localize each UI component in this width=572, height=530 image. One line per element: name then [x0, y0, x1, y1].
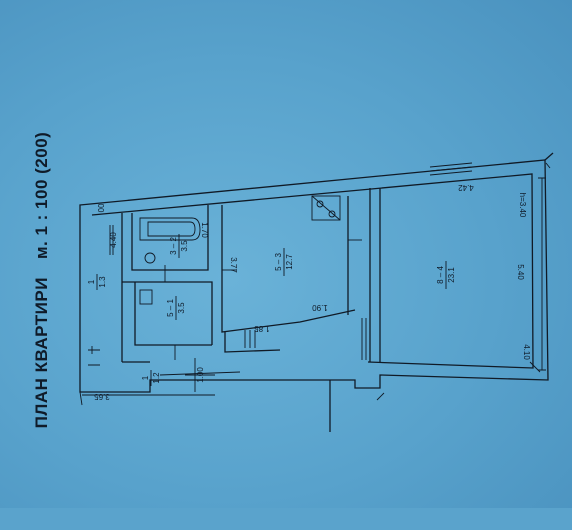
panel-box-fixture: [139, 289, 153, 305]
room-label-8-4: 8 – 4 23.1: [436, 261, 456, 289]
room-area: 3.5: [177, 302, 186, 314]
interior-walls: [121, 188, 381, 363]
dim-height-right: h=3.40: [518, 193, 527, 218]
room-area: 3.5: [180, 240, 189, 252]
room-label-5-3: 5 – 3 12.7: [274, 248, 294, 276]
stove-fixture: [311, 195, 341, 221]
fixture-label: 00: [96, 204, 105, 213]
windows: [109, 162, 473, 360]
room-number: 5 – 1: [166, 299, 175, 317]
entry-dimension-lines: [79, 346, 215, 406]
bathtub-fixture: [139, 217, 201, 241]
room-area: 1.2: [152, 372, 161, 384]
floor-plan-drawing: 8 – 4 23.1 5 – 3 12.7 5 – 1 3.5 3 – 2 3.…: [79, 152, 554, 432]
room-label-entry: 1 1.2: [141, 370, 161, 386]
dim-room3-diag: 1.90: [312, 303, 328, 312]
room-area: 23.1: [447, 267, 456, 283]
room-area: 1.3: [98, 276, 107, 288]
dim-room3-bottom: 1.85: [254, 324, 270, 333]
dim-wc-width: 1.70: [200, 222, 209, 238]
outer-walls: [79, 152, 554, 432]
room-number: 3 – 2: [169, 237, 178, 255]
dim-room4-side: 4.10: [522, 344, 531, 360]
right-dimension-lines: [538, 177, 546, 371]
dim-room4-width: 5.40: [516, 264, 525, 280]
room-number: 1: [87, 279, 96, 284]
paper-background: [0, 0, 572, 508]
doors: [159, 239, 362, 376]
room-number: 8 – 4: [436, 266, 445, 284]
room-label-3-2: 3 – 2 3.5: [169, 234, 189, 258]
room-label-5-1: 5 – 1 3.5: [166, 296, 186, 320]
dim-hall-length: 4.40: [109, 232, 118, 248]
dim-entry-length: 3.65: [94, 392, 110, 401]
corner-marks: [376, 162, 551, 401]
room-number: 5 – 3: [274, 253, 283, 271]
dim-entry-width: 1.00: [196, 367, 205, 383]
dim-top-right: 4.42: [458, 183, 474, 192]
room-area: 12.7: [285, 254, 294, 270]
dim-room3-width: 3.77: [229, 257, 238, 273]
room-number: 1: [141, 375, 150, 380]
room-label-hall: 1 1.3: [87, 274, 107, 290]
sink-fixture: [144, 252, 156, 264]
